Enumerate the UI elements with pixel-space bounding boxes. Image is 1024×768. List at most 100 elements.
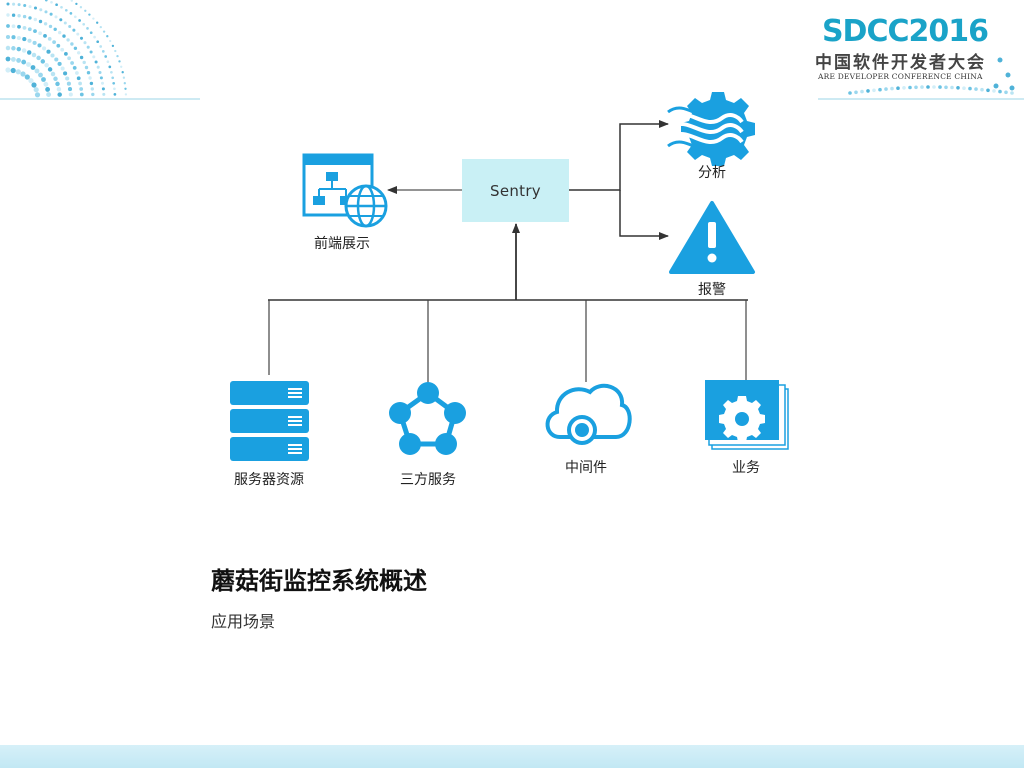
decor-dot-83	[77, 51, 81, 55]
analysis-icon	[667, 92, 755, 166]
decor-dot-199	[1005, 72, 1011, 78]
decor-dot-4	[24, 74, 30, 80]
decor-dot-119	[39, 8, 43, 12]
decor-dot-20	[5, 56, 11, 62]
decor-dot-94	[28, 16, 32, 20]
decor-dot-81	[82, 60, 86, 65]
decor-dot-161	[102, 30, 106, 33]
decor-dot-167	[79, 6, 83, 9]
decor-dot-124	[12, 2, 16, 6]
decor-dot-198	[997, 57, 1003, 63]
decor-dot-12	[41, 77, 46, 82]
frontend-display-label: 前端展示	[314, 236, 370, 252]
decor-dot-88	[58, 30, 62, 35]
brand-logo-title: SDCC2016	[821, 14, 989, 49]
decor-dot-75	[91, 92, 95, 97]
decor-dot-49	[27, 38, 32, 43]
sentry-node-label: Sentry	[490, 181, 541, 200]
decor-dot-159	[109, 39, 112, 43]
decor-dot-1	[33, 87, 39, 93]
decor-dot-120	[33, 6, 38, 10]
decor-dot-51	[16, 35, 21, 41]
decor-dot-47	[37, 43, 42, 48]
decor-dot-139	[86, 27, 89, 30]
decor-dot-148	[44, 0, 48, 2]
decor-dot-194	[992, 89, 996, 93]
decor-dot-28	[40, 59, 46, 64]
slide-title: 蘑菇街监控系统概述	[211, 566, 427, 595]
decor-dot-91	[43, 22, 48, 26]
source-label-middleware: 中间件	[565, 460, 607, 476]
decor-dot-175	[878, 87, 882, 92]
brand-logo-english: ARE DEVELOPER CONFERENCE CHINA	[818, 72, 983, 81]
decor-dot-39	[65, 76, 70, 81]
decor-dot-72	[17, 24, 21, 29]
decor-dot-36	[68, 92, 73, 97]
decor-dot-142	[73, 15, 77, 19]
decor-dot-26	[47, 67, 53, 72]
decor-dot-10	[45, 86, 51, 92]
decor-dot-170	[848, 91, 852, 95]
decor-dot-25	[50, 71, 56, 77]
decor-dot-117	[49, 12, 53, 16]
source-label-business: 业务	[732, 460, 760, 476]
decor-dot-35	[5, 45, 11, 51]
decor-dot-66	[47, 37, 52, 41]
decor-dot-63	[60, 47, 65, 52]
decor-dot-176	[884, 87, 888, 91]
decor-dot-31	[26, 50, 32, 55]
decor-dot-3	[28, 78, 34, 84]
decor-dot-152	[122, 76, 126, 79]
decor-dot-174	[872, 88, 876, 93]
decor-dot-54	[79, 92, 84, 97]
decor-dot-17	[21, 59, 27, 65]
alert-label: 报警	[698, 282, 726, 298]
decor-dot-190	[968, 86, 972, 91]
decor-dot-136	[96, 40, 100, 44]
decor-dot-113	[68, 24, 72, 29]
decor-dot-95	[22, 14, 27, 19]
decor-dot-164	[92, 17, 95, 20]
decor-dot-114	[63, 21, 67, 25]
monitoring-diagram	[230, 92, 789, 461]
decor-dot-87	[62, 34, 66, 38]
source-label-server: 服务器资源	[234, 472, 304, 488]
decor-dot-50	[22, 37, 27, 42]
decor-dot-183	[926, 85, 930, 89]
decor-dot-110	[79, 36, 84, 40]
edge-sentry-to-analysis	[569, 120, 669, 191]
decor-dot-144	[64, 8, 68, 12]
decor-dot-74	[6, 24, 10, 28]
decor-dot-185	[938, 85, 942, 89]
decor-dot-73	[11, 24, 16, 29]
decor-dot-128	[112, 81, 116, 85]
decor-dot-45	[46, 49, 51, 54]
slide-subtitle: 应用场景	[211, 612, 276, 631]
decor-dot-168	[75, 2, 78, 6]
decor-dot-15	[30, 65, 36, 70]
frontend-display-icon	[302, 153, 388, 228]
decor-dot-24	[53, 76, 58, 82]
decor-dot-43	[54, 57, 59, 62]
decor-dot-109	[83, 41, 87, 45]
decor-dot-173	[866, 89, 870, 93]
decor-dot-2	[31, 82, 37, 88]
decor-dot-61	[67, 56, 71, 61]
decor-dot-80	[84, 65, 89, 70]
decor-dot-182	[920, 85, 924, 89]
decor-dot-125	[6, 2, 10, 6]
decor-dot-103	[98, 70, 102, 75]
decor-dot-188	[956, 86, 960, 90]
decor-dot-100	[101, 87, 105, 91]
decor-dot-93	[33, 17, 37, 22]
decor-dot-153	[121, 71, 124, 74]
decor-dot-40	[63, 71, 68, 76]
brand-logo-subtitle: 中国软件开发者大会	[815, 53, 986, 73]
decor-dot-29	[36, 55, 41, 61]
decor-dot-146	[55, 3, 58, 7]
decor-dot-33	[16, 46, 22, 52]
network-nodes-icon	[389, 382, 466, 455]
decor-dot-34	[11, 46, 16, 51]
sentry-node: Sentry	[462, 159, 569, 222]
decor-dot-149	[124, 93, 128, 96]
